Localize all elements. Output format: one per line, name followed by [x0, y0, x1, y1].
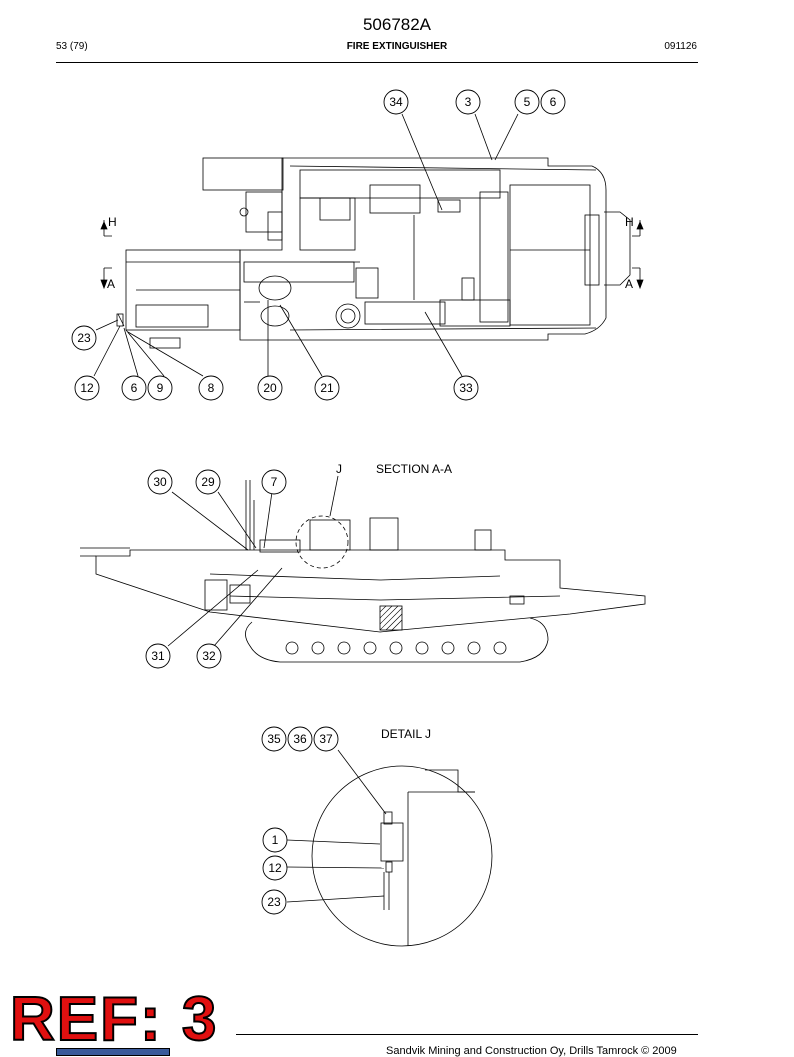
company-logo-strip	[56, 1048, 170, 1056]
callout-31: 31	[145, 643, 171, 669]
view-label-h-left: H	[108, 215, 117, 229]
svg-text:36: 36	[293, 732, 307, 746]
svg-text:34: 34	[389, 95, 403, 109]
view-label-a-right: A	[625, 277, 633, 291]
callout-8: 8	[198, 375, 224, 401]
callout-6-top: 6	[540, 89, 566, 115]
svg-text:3: 3	[465, 95, 472, 109]
section-view-drawing	[80, 480, 646, 663]
callout-12-detail: 12	[262, 855, 288, 881]
callout-9: 9	[147, 375, 173, 401]
callout-30: 30	[147, 469, 173, 495]
callout-20: 20	[257, 375, 283, 401]
callout-7: 7	[261, 469, 287, 495]
view-label-a-left: A	[107, 277, 115, 291]
footer-rule	[236, 1034, 698, 1035]
callout-23-top: 23	[71, 325, 97, 351]
svg-text:8: 8	[208, 381, 215, 395]
copyright-text: Sandvik Mining and Construction Oy, Dril…	[386, 1045, 677, 1057]
callout-3: 3	[455, 89, 481, 115]
section-marker-left	[100, 220, 112, 290]
date-code: 091126	[664, 41, 697, 52]
callout-37: 37	[313, 726, 339, 752]
callout-12-top: 12	[74, 375, 100, 401]
svg-text:32: 32	[202, 649, 216, 663]
svg-text:1: 1	[272, 833, 279, 847]
svg-text:12: 12	[268, 861, 282, 875]
top-view-drawing	[116, 157, 631, 349]
svg-text:6: 6	[131, 381, 138, 395]
svg-text:9: 9	[157, 381, 164, 395]
detail-view-drawing	[311, 765, 493, 947]
svg-text:37: 37	[319, 732, 333, 746]
view-label-h-right: H	[625, 215, 634, 229]
svg-text:23: 23	[77, 331, 91, 345]
section-marker-label: J	[336, 462, 342, 476]
svg-text:29: 29	[201, 475, 215, 489]
callout-36: 36	[287, 726, 313, 752]
header-rule	[56, 62, 698, 63]
callout-6-bottom: 6	[121, 375, 147, 401]
page-number: 53 (79)	[56, 41, 88, 52]
callout-21: 21	[314, 375, 340, 401]
callout-33: 33	[453, 375, 479, 401]
svg-text:21: 21	[320, 381, 334, 395]
svg-text:12: 12	[80, 381, 94, 395]
callout-34: 34	[383, 89, 409, 115]
svg-text:23: 23	[267, 895, 281, 909]
section-marker-right	[632, 220, 644, 290]
svg-text:5: 5	[524, 95, 531, 109]
svg-text:31: 31	[151, 649, 165, 663]
callout-35: 35	[261, 726, 287, 752]
svg-text:33: 33	[459, 381, 473, 395]
svg-text:7: 7	[271, 475, 278, 489]
callout-29: 29	[195, 469, 221, 495]
document-number: 506782A	[362, 15, 432, 34]
callout-32: 32	[196, 643, 222, 669]
section-title: SECTION A-A	[376, 462, 452, 476]
ref-stamp: REF: 3	[9, 984, 219, 1055]
detail-title: DETAIL J	[381, 727, 431, 741]
svg-text:20: 20	[263, 381, 277, 395]
svg-text:6: 6	[550, 95, 557, 109]
callout-23-detail: 23	[261, 889, 287, 915]
page-title: FIRE EXTINGUISHER	[346, 41, 448, 52]
svg-text:30: 30	[153, 475, 167, 489]
callout-5: 5	[514, 89, 540, 115]
callout-1: 1	[262, 827, 288, 853]
svg-text:35: 35	[267, 732, 281, 746]
